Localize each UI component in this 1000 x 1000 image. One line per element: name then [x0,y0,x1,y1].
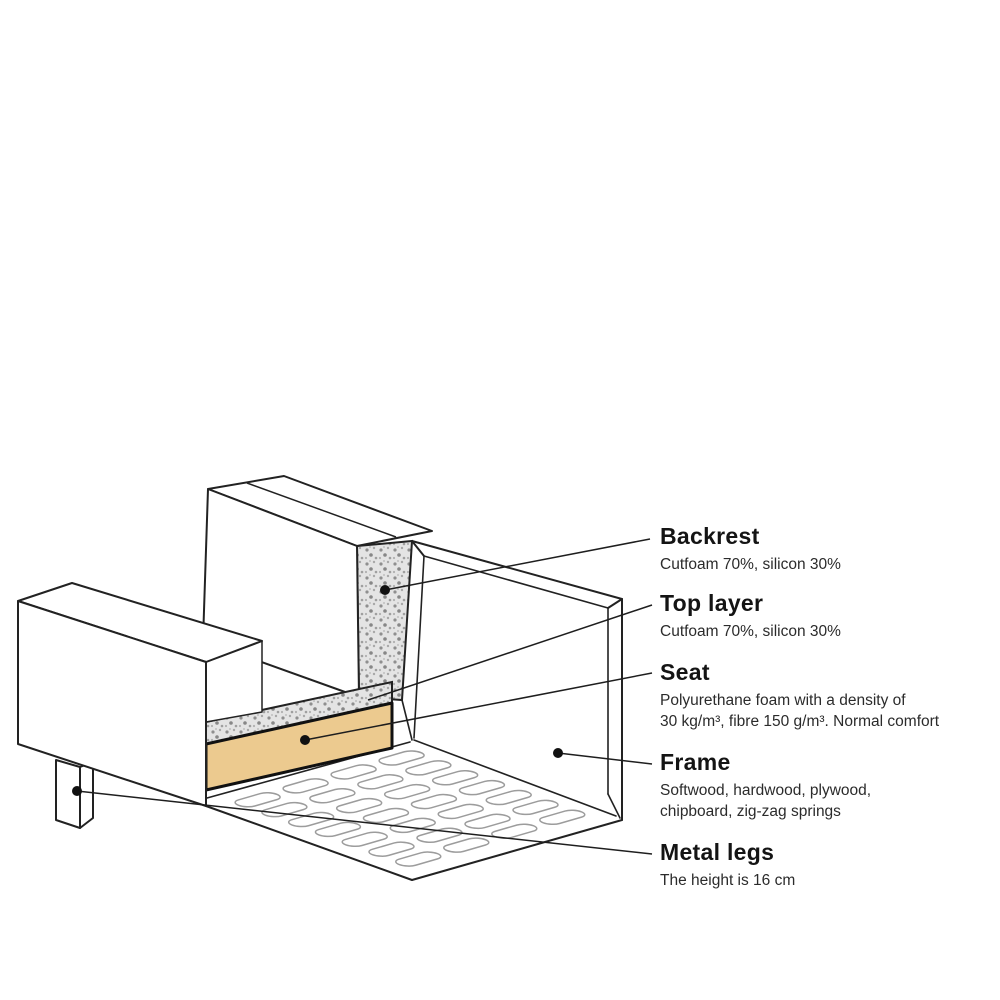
label-seat-desc-line1: Polyurethane foam with a density of [660,692,906,709]
armrest [17,582,263,807]
leader-dot-backrest [380,585,390,595]
label-top-layer-desc: Cutfoam 70%, silicon 30% [660,623,841,640]
leader-line-frame [557,752,653,765]
label-metal-legs-desc: The height is 16 cm [660,872,796,889]
label-top-layer-title: Top layer [660,590,764,616]
label-seat-title: Seat [660,659,710,685]
backrest-cross-section [355,539,414,702]
label-frame-title: Frame [660,749,731,775]
metal-leg [55,759,94,829]
label-frame-desc-line2: chipboard, zig-zag springs [660,802,841,820]
label-backrest: Backrest Cutfoam 70%, silicon 30% [660,523,841,576]
label-seat: Seat Polyurethane foam with a density of… [660,659,939,732]
leader-line-seat [304,672,653,741]
leader-line-top-layer [367,604,653,701]
leader-dot-metal-legs [72,786,82,796]
leader-dot-seat [300,735,310,745]
label-seat-desc-line2: 30 kg/m³, fibre 150 g/m³. Normal comfort [660,712,940,730]
label-frame: Frame Softwood, hardwood, plywood, chipb… [660,749,871,822]
label-metal-legs-title: Metal legs [660,839,775,865]
leader-line-metal-legs [76,790,653,855]
label-backrest-title: Backrest [660,523,760,549]
leader-lines [76,538,653,855]
leader-line-backrest [384,538,651,591]
leader-dot-frame [553,748,563,758]
label-top-layer: Top layer Cutfoam 70%, silicon 30% [660,590,841,643]
label-frame-desc-line1: Softwood, hardwood, plywood, [660,782,872,799]
label-backrest-desc: Cutfoam 70%, silicon 30% [660,556,841,573]
label-metal-legs: Metal legs The height is 16 cm [660,839,795,892]
leader-dots [72,585,563,796]
